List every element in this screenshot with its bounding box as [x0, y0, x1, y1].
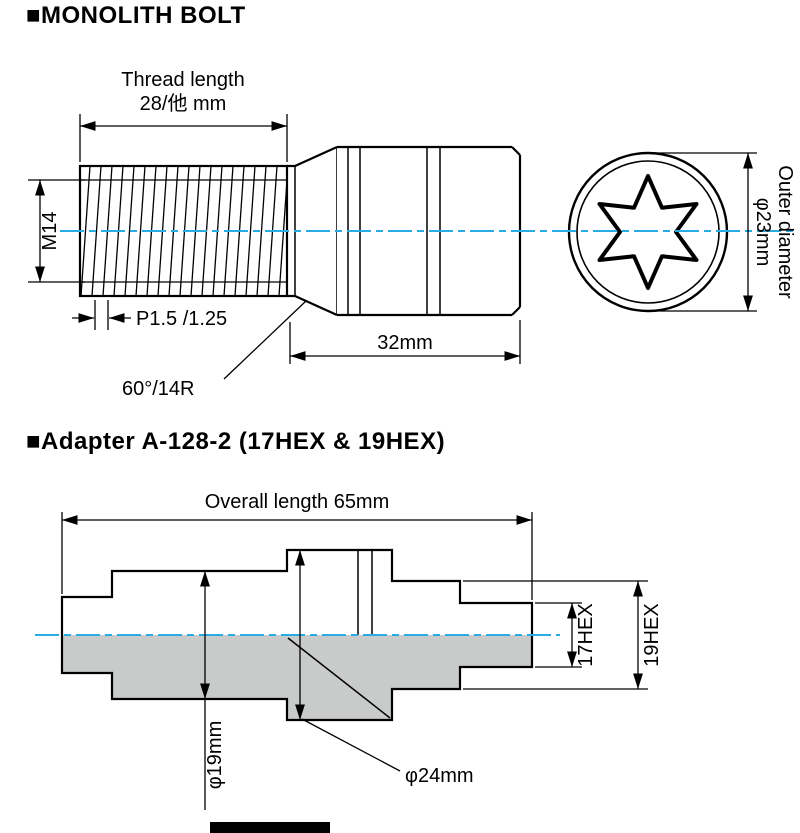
dim-outer-diameter: Outer diameter φ23mm — [650, 152, 796, 312]
dim-thread-size: M14 — [28, 179, 85, 283]
bottom-black-bar — [210, 822, 330, 833]
pitch-label: P1.5 /1.25 — [136, 308, 227, 330]
flange-diameter-label: φ24mm — [405, 765, 474, 787]
dim-overall-length: Overall length 65mm — [61, 491, 533, 600]
overall-length-label: Overall length 65mm — [205, 491, 390, 513]
outer-diameter-value: φ23mm — [752, 198, 774, 267]
thread-length-value: 28/他 mm — [140, 92, 227, 115]
outer-diameter-label: Outer diameter — [774, 165, 796, 299]
thread-length-label: Thread length — [121, 69, 244, 91]
adapter-drawing: Overall length 65mm 17HEX 19HEX φ19mm φ2… — [35, 491, 663, 833]
thread-size-label: M14 — [39, 212, 61, 251]
seat-angle-callout: 60°/14R — [122, 300, 307, 400]
dim-thread-length: Thread length 28/他 mm — [79, 69, 288, 162]
dim-body-diameter: φ19mm — [200, 571, 226, 810]
dim-flange-diameter: φ24mm — [295, 550, 474, 787]
dim-17hex: 17HEX — [535, 602, 597, 668]
dim-shank-length: 32mm — [289, 320, 521, 364]
bolt-drawing: Thread length 28/他 mm M14 P1.5 /1.25 32m… — [28, 69, 796, 400]
seat-angle-label: 60°/14R — [122, 378, 195, 400]
adapter-section-title: ■Adapter A-128-2 (17HEX & 19HEX) — [26, 428, 446, 455]
shank-length-label: 32mm — [377, 332, 433, 354]
adapter-outline — [60, 548, 534, 722]
hex17-label: 17HEX — [575, 603, 597, 666]
hex19-label: 19HEX — [641, 603, 663, 666]
dim-pitch: P1.5 /1.25 — [72, 300, 227, 330]
dim-19hex: 19HEX — [463, 580, 663, 690]
adapter-section-fill — [62, 635, 532, 720]
bolt-section-title: ■MONOLITH BOLT — [26, 2, 246, 29]
body-diameter-label: φ19mm — [204, 721, 226, 790]
